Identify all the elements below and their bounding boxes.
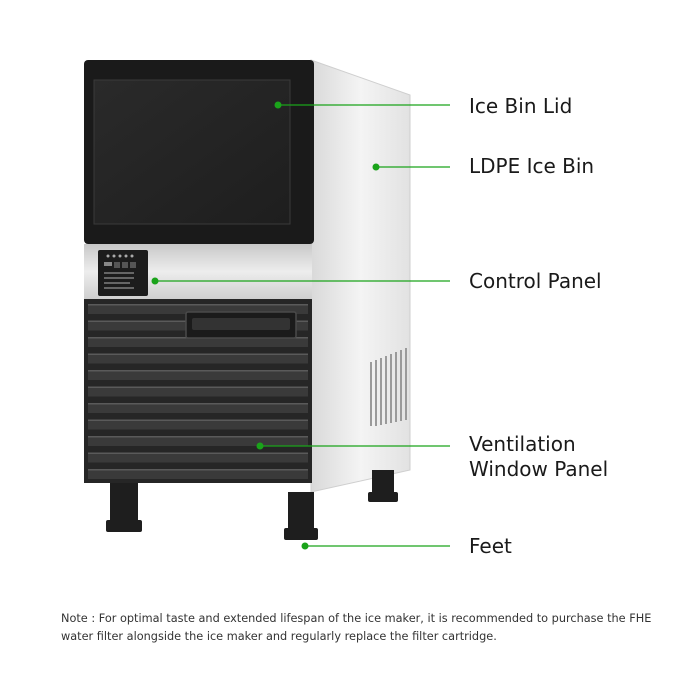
feet: [106, 470, 398, 540]
ventilation-louvers: [88, 304, 308, 479]
louver-slat: [88, 304, 308, 314]
leader-lines: [151, 101, 450, 550]
louver-highlight: [88, 403, 308, 405]
louver-slat: [88, 353, 308, 364]
louver-highlight: [88, 469, 308, 471]
louver-highlight: [88, 386, 308, 388]
side-vent-grille: [370, 348, 407, 426]
louver-slat: [88, 337, 308, 347]
label-ventilation-line1: Ventilation: [469, 432, 576, 456]
louver-slat: [88, 452, 308, 463]
ventilation-handle-grip: [192, 318, 290, 330]
louver-slat: [88, 419, 308, 430]
louver-slat: [88, 436, 308, 446]
louver-slat: [88, 403, 308, 413]
control-panel-display: [104, 254, 136, 289]
label-ventilation-line2: Window Panel: [469, 457, 609, 481]
label-ldpe-ice-bin: LDPE Ice Bin: [469, 154, 595, 178]
ice-bin-lid[interactable]: [93, 79, 291, 225]
footnote: Note : For optimal taste and extended li…: [61, 612, 652, 643]
louver-slat: [88, 370, 308, 380]
louver-highlight: [88, 419, 308, 421]
louver-slat: [88, 386, 308, 397]
louver-slat: [88, 469, 308, 479]
label-ventilation-window-panel: Ventilation Window Panel: [469, 432, 608, 482]
cabinet-side-panel: [310, 59, 411, 493]
label-ice-bin-lid: Ice Bin Lid: [469, 94, 573, 118]
label-feet: Feet: [469, 534, 512, 558]
louver-highlight: [88, 353, 308, 355]
louver-highlight: [88, 304, 308, 306]
label-control-panel: Control Panel: [469, 269, 602, 293]
louver-highlight: [88, 452, 308, 454]
louver-highlight: [88, 436, 308, 438]
louver-highlight: [88, 370, 308, 372]
